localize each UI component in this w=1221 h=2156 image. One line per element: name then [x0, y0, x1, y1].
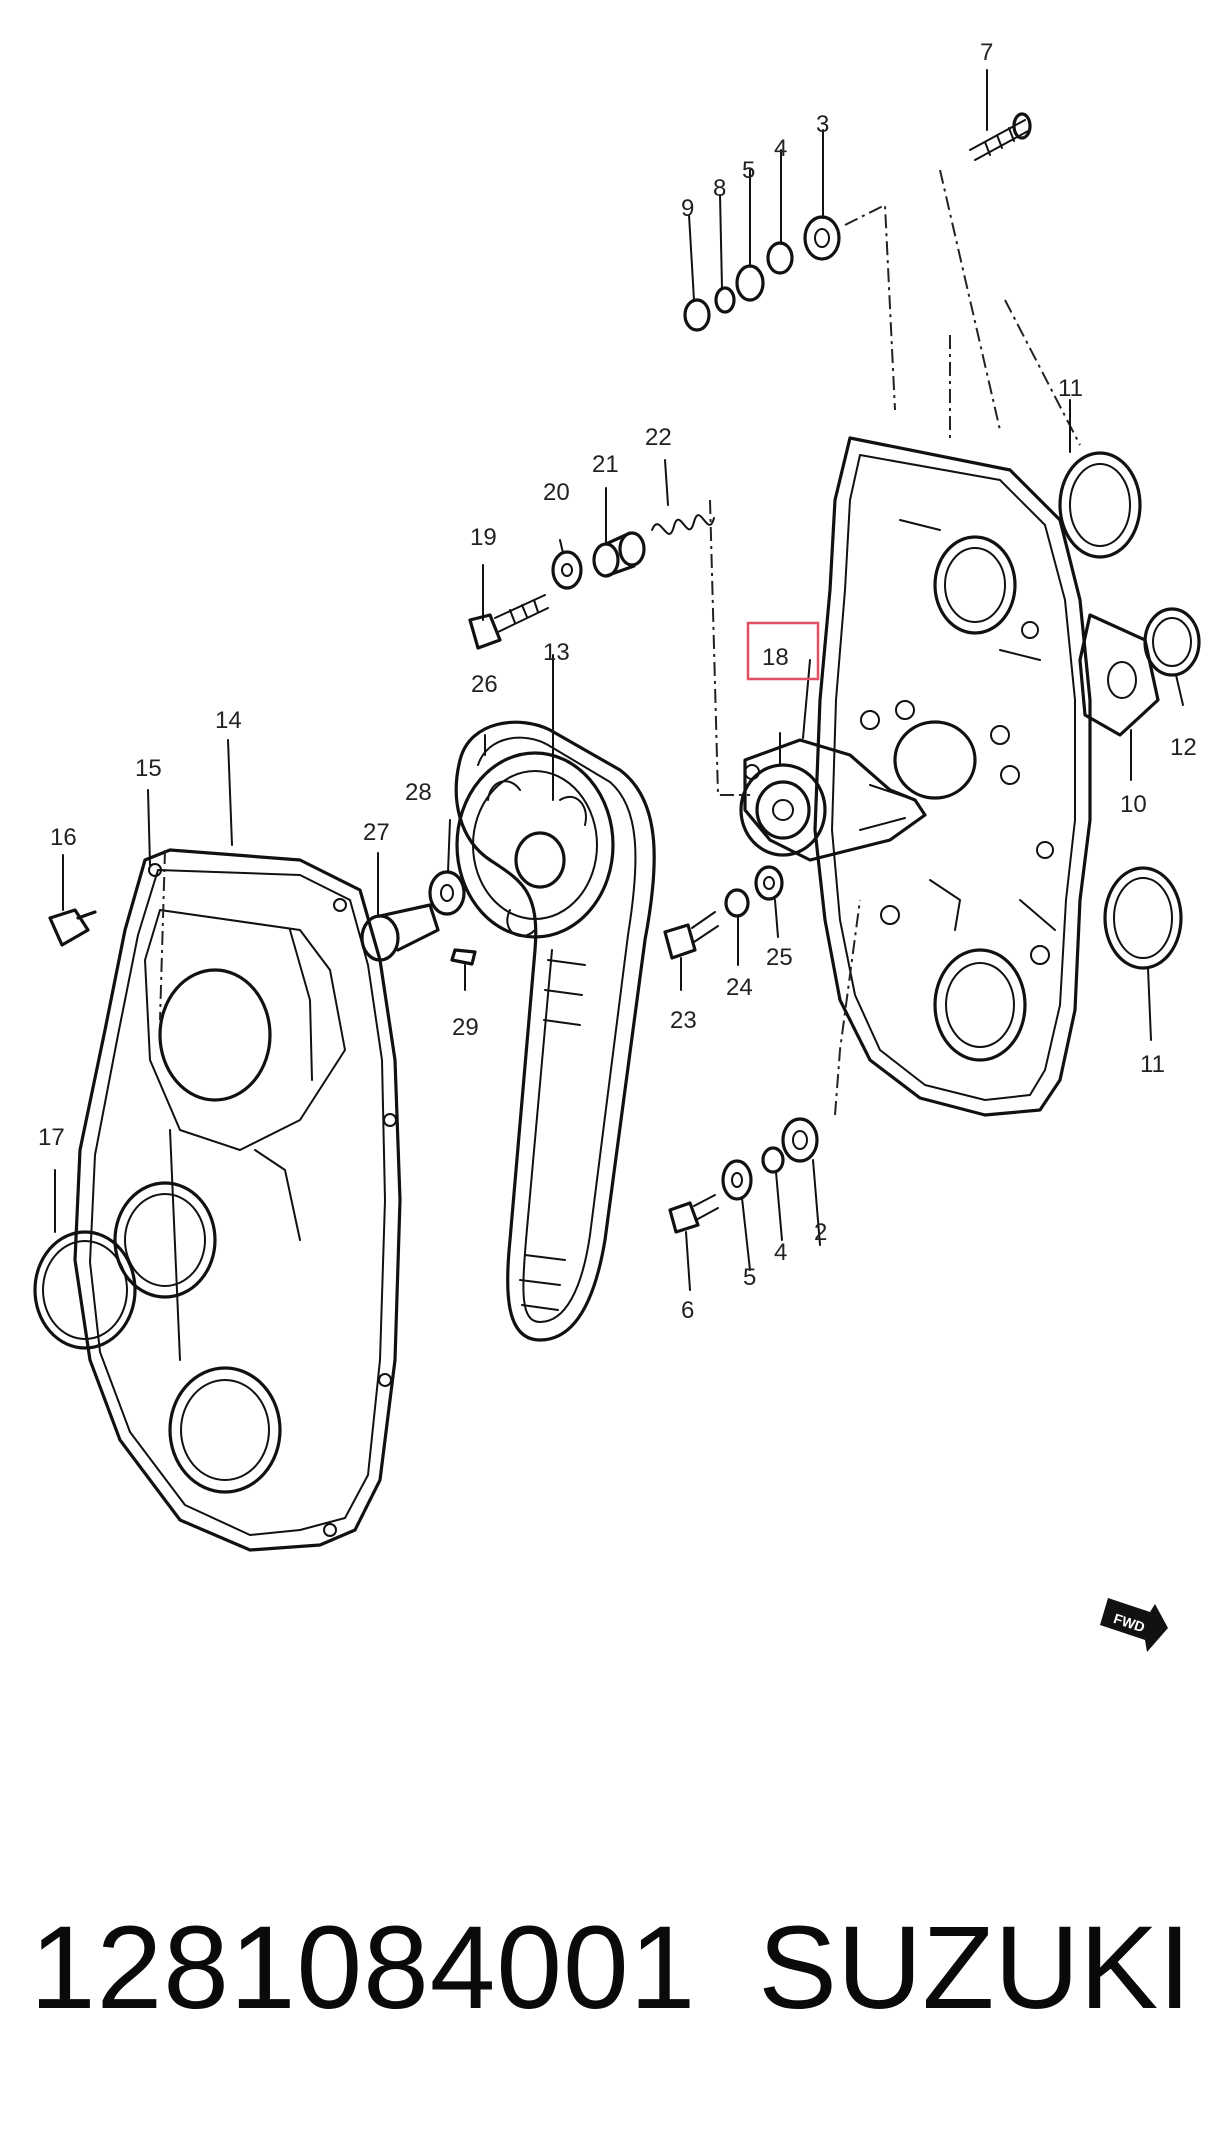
nut-part-9: [683, 298, 711, 332]
washer-part-5-upper: [735, 264, 765, 302]
washer-part-5-lower: [721, 1159, 753, 1201]
tensioner-part-18: [739, 738, 927, 862]
key-part-29: [450, 948, 477, 966]
callout-18: 18: [762, 644, 789, 671]
callout-3: 3: [816, 111, 829, 138]
callout-17: 17: [38, 1124, 65, 1151]
callout-8: 8: [713, 175, 726, 202]
washer-part-24: [724, 888, 750, 918]
callout-29: 29: [452, 1014, 479, 1041]
forward-arrow-icon: FWD: [1100, 1598, 1168, 1652]
callout-15: 15: [135, 755, 162, 782]
gasket-part-11-upper: [1058, 451, 1142, 559]
callout-4-upper: 4: [774, 135, 787, 162]
timing-belt-part-13: [454, 720, 656, 1342]
callout-27: 27: [363, 819, 390, 846]
callout-11-lower: 11: [1140, 1051, 1165, 1078]
callout-13: 13: [543, 639, 570, 666]
brand-name: SUZUKI: [758, 1902, 1191, 2034]
highlight-box-part-18[interactable]: [746, 621, 820, 681]
callout-22: 22: [645, 424, 672, 451]
callout-19: 19: [470, 524, 497, 551]
callout-5-lower: 5: [743, 1264, 756, 1291]
callout-23: 23: [670, 1007, 697, 1034]
callout-14: 14: [215, 707, 242, 734]
bolt-part-16: [48, 908, 97, 947]
bushing-part-4-upper: [766, 241, 794, 275]
leader-lines: [54, 69, 1184, 1291]
gasket-part-12: [1143, 607, 1201, 677]
window-seal-upper: [113, 1181, 217, 1299]
washer-part-28: [428, 870, 466, 916]
callout-21: 21: [592, 451, 619, 478]
callout-12: 12: [1170, 734, 1197, 761]
caption-bar: 1281084001 SUZUKI: [0, 1900, 1221, 2050]
callout-26: 26: [471, 671, 498, 698]
callout-5-upper: 5: [742, 157, 755, 184]
callout-6: 6: [681, 1297, 694, 1324]
spring-part-22: [651, 514, 715, 535]
bolt-part-27: [360, 903, 440, 962]
callout-16: 16: [50, 824, 77, 851]
assembly-line-d: [834, 899, 861, 1116]
gasket-part-11-lower: [1103, 866, 1183, 970]
exploded-parts-diagram: 7 3 4 5 8 9 11 12 10 11 22 21 20 19 13 1…: [33, 39, 1201, 1652]
assembly-line-c: [709, 499, 750, 796]
stud-part-7: [969, 112, 1032, 161]
assembly-line-a: [844, 203, 896, 411]
sleeve-part-21: [592, 531, 646, 578]
callout-2: 2: [814, 1219, 827, 1246]
washer-part-25: [754, 865, 784, 901]
callout-10: 10: [1120, 791, 1147, 818]
window-seal-lower: [168, 1366, 282, 1494]
bracket-part-10: [1078, 613, 1160, 737]
bolt-part-19: [468, 594, 549, 650]
assembly-line-e: [159, 849, 166, 1021]
callout-9: 9: [681, 195, 694, 222]
back-plate-part-1: [813, 299, 1092, 1117]
collar-part-2-lower: [781, 1117, 819, 1163]
collar-part-3-upper: [803, 215, 841, 261]
washer-part-20: [551, 550, 583, 590]
washer-part-8: [714, 286, 736, 314]
seal-ring-part-17: [33, 1230, 137, 1350]
callout-11-upper: 11: [1058, 375, 1083, 402]
callout-20: 20: [543, 479, 570, 506]
part-number: 1281084001: [30, 1902, 697, 2034]
callout-25: 25: [766, 944, 793, 971]
assembly-line-b: [939, 169, 1001, 431]
bushing-part-4-lower: [761, 1146, 785, 1174]
bolt-part-6: [668, 1194, 719, 1234]
front-cover-part-14: [73, 848, 402, 1552]
pulley-part-26: [455, 751, 615, 939]
callout-24: 24: [726, 974, 753, 1001]
callout-7: 7: [980, 39, 993, 66]
callout-4-lower: 4: [774, 1239, 787, 1266]
bolt-part-23: [663, 911, 719, 960]
callout-28: 28: [405, 779, 432, 806]
